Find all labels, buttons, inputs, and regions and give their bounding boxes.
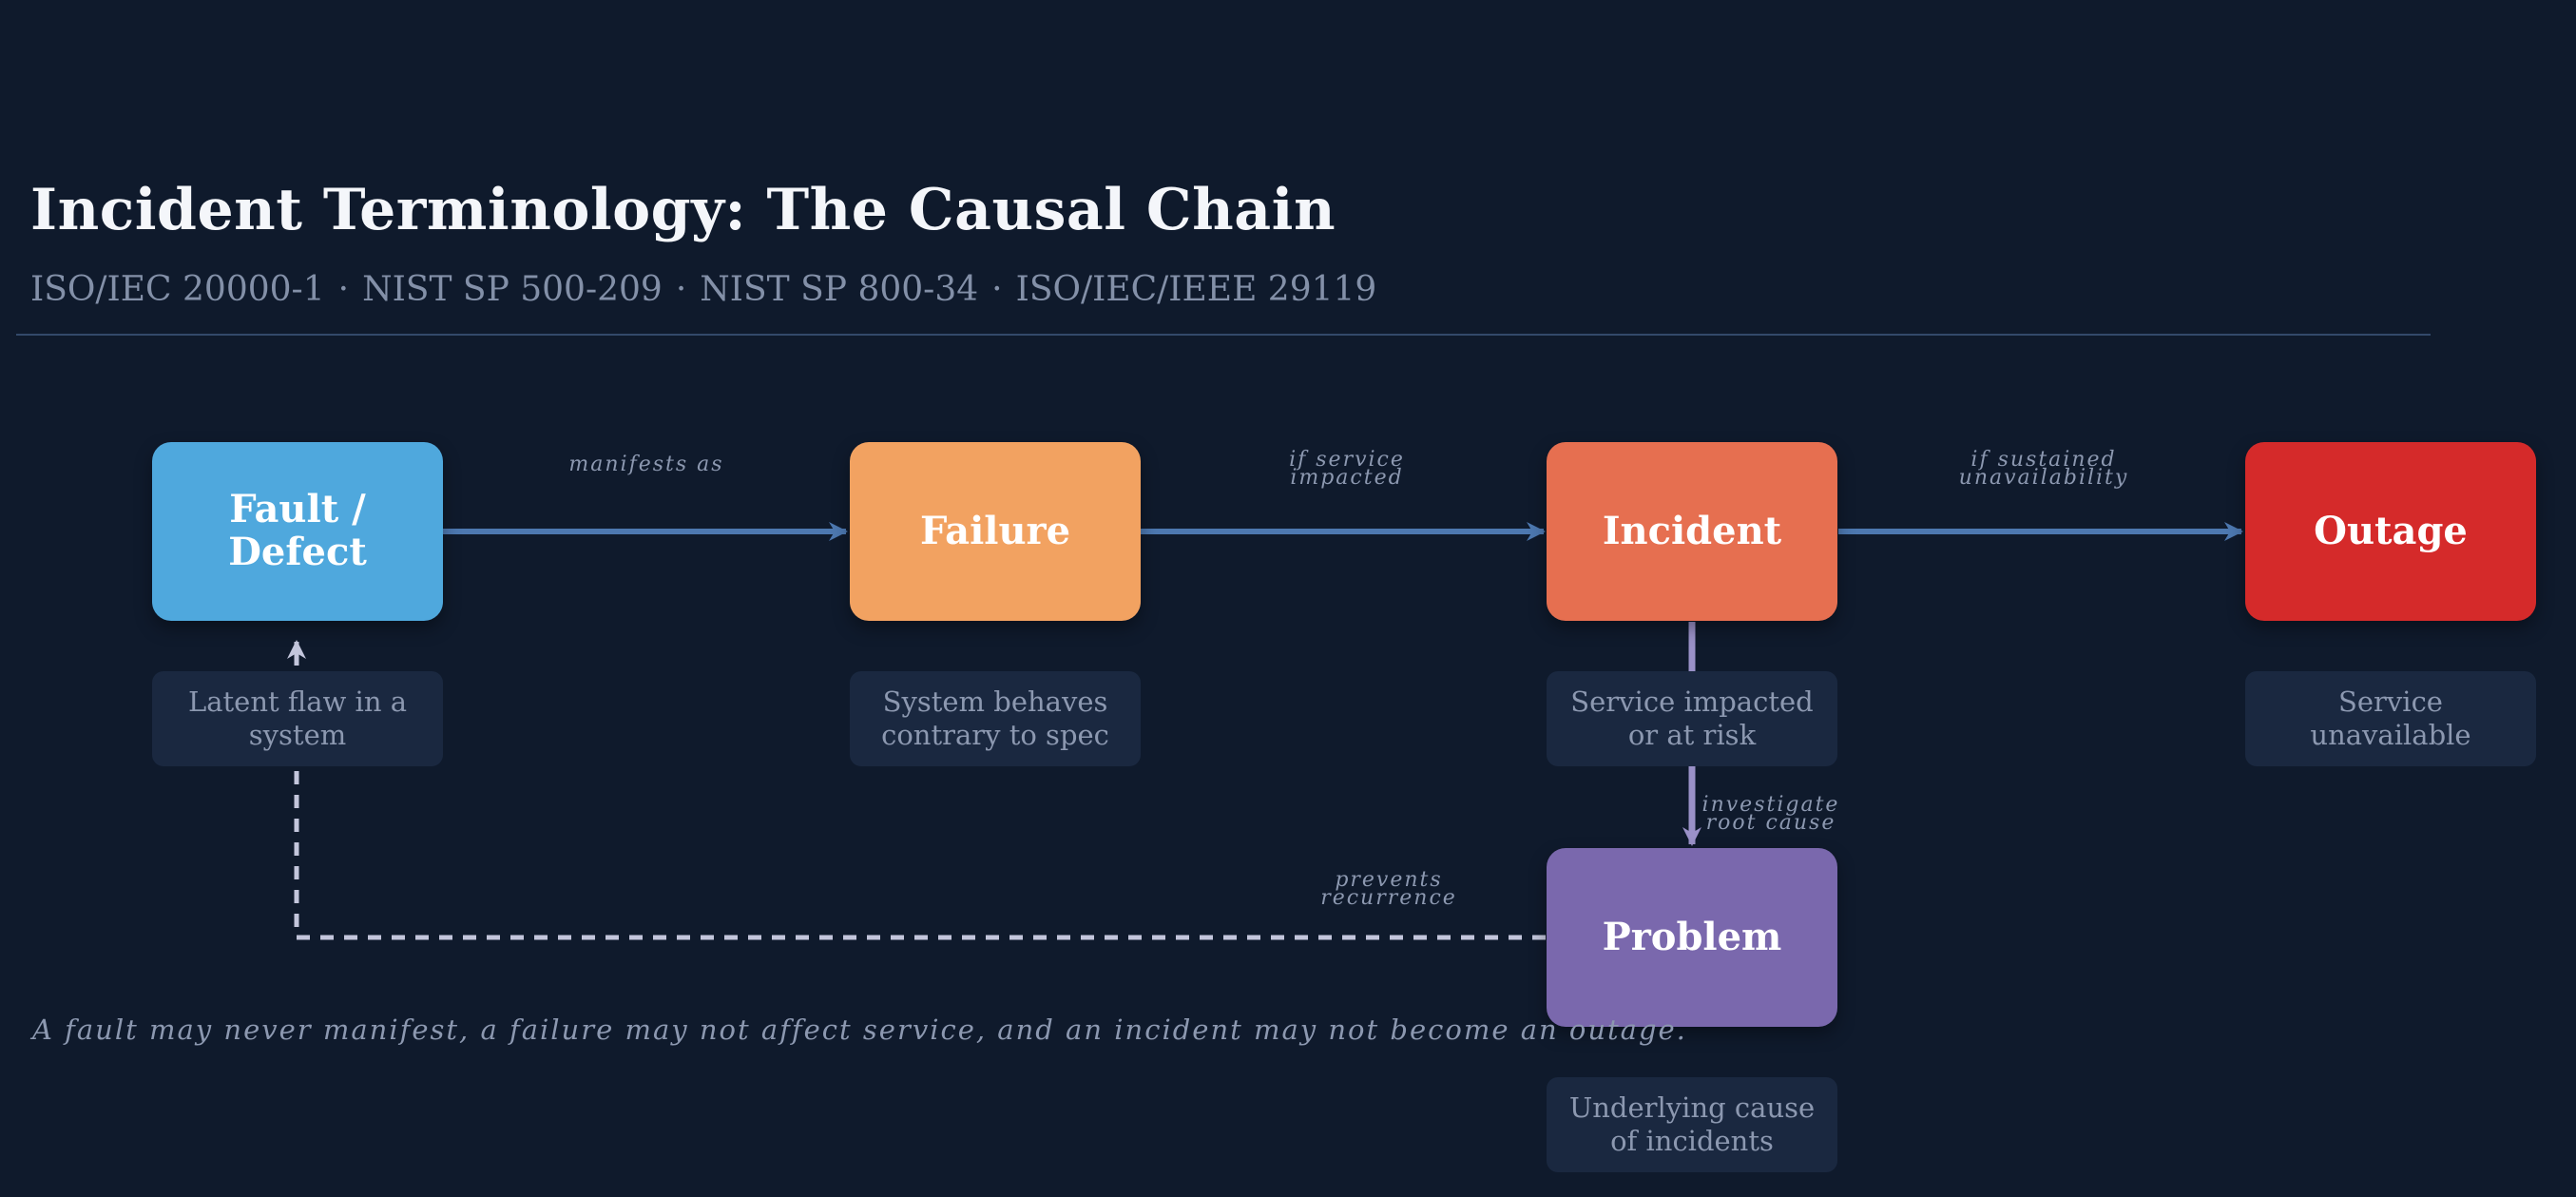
separator-dot: · [337,270,350,309]
edge-label-line1: if sustained [1970,448,2117,472]
node-problem[interactable]: Problem [1547,848,1837,1027]
standard-iso-20000: ISO/IEC 20000-1 [30,270,325,309]
desc-failure: System behaves contrary to spec [850,671,1141,766]
node-outage[interactable]: Outage [2245,442,2536,621]
header-divider [16,334,2431,336]
edge-label-line1: investigate [1701,793,1840,817]
footnote: A fault may never manifest, a failure ma… [32,1014,1687,1046]
node-failure[interactable]: Failure [850,442,1141,621]
node-fault-label-line1: Fault / [229,487,366,532]
edge-problem-to-fault [294,643,1546,940]
standard-nist-800-34: NIST SP 800-34 [700,270,979,309]
edge-label-investigate-root-cause: investigate root cause [1700,793,1842,835]
edge-label-line2: unavailability [1958,465,2129,490]
node-outage-label: Outage [2314,508,2468,553]
edge-label-line2: impacted [1290,465,1404,490]
edge-label-line1: prevents [1335,868,1443,892]
separator-dot: · [675,270,687,309]
edge-label-manifests-as: manifests as [532,453,760,476]
node-incident-label: Incident [1602,508,1782,553]
edge-label-prevents-recurrence: prevents recurrence [1298,868,1479,910]
standard-nist-500-209: NIST SP 500-209 [362,270,663,309]
node-fault-label: Fault / Defect [228,487,367,574]
standards-subtitle: ISO/IEC 20000-1 · NIST SP 500-209 · NIST SP … [30,270,1376,309]
desc-incident: Service impacted or at risk [1547,671,1837,766]
desc-problem: Underlying cause of incidents [1547,1077,1837,1172]
edge-label-if-service-impacted: if service impacted [1233,448,1461,490]
node-failure-label: Failure [919,508,1071,553]
desc-fault: Latent flaw in a system [152,671,443,766]
edge-label-line1: if service [1289,448,1405,472]
edge-label-if-sustained-unavailability: if sustained unavailability [1930,448,2158,490]
edge-label-manifests-as-text: manifests as [568,453,724,476]
node-fault-label-line2: Defect [228,530,367,574]
edge-label-line2: recurrence [1320,885,1457,910]
edge-label-line2: root cause [1705,810,1836,835]
node-problem-label: Problem [1602,914,1782,959]
page-title: Incident Terminology: The Causal Chain [30,177,1336,243]
desc-outage: Service unavailable [2245,671,2536,766]
node-fault-defect[interactable]: Fault / Defect [152,442,443,621]
node-incident[interactable]: Incident [1547,442,1837,621]
separator-dot: · [991,270,1003,309]
standard-iso-29119: ISO/IEC/IEEE 29119 [1015,270,1377,309]
